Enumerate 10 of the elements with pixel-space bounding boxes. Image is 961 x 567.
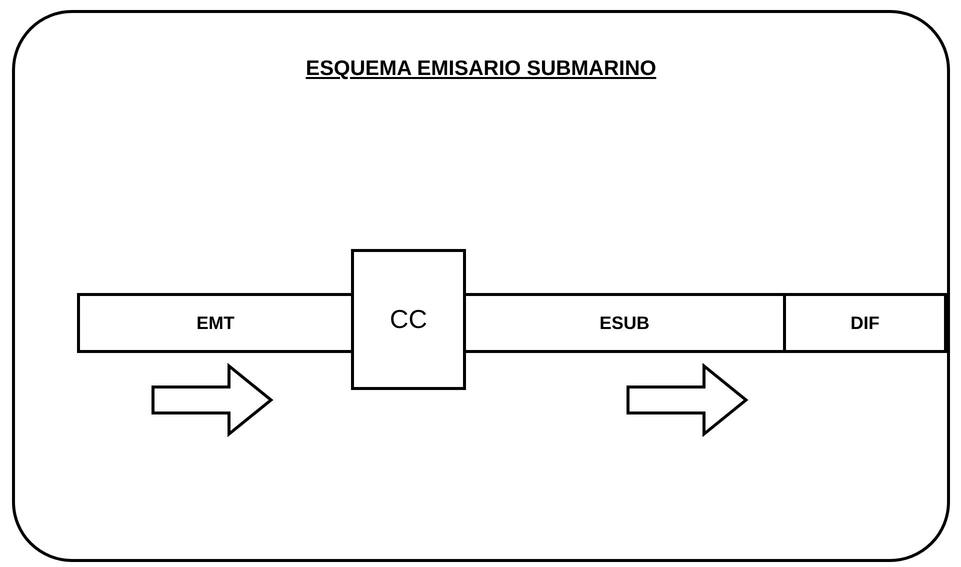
- box-label: EMT: [196, 312, 234, 334]
- box-label: DIF: [850, 312, 880, 334]
- box-label: ESUB: [599, 312, 650, 334]
- box-label: CC: [390, 303, 428, 336]
- process-box: [783, 293, 947, 353]
- process-box: [77, 293, 354, 353]
- rounded-frame: [12, 10, 950, 562]
- process-box: [463, 293, 786, 353]
- process-box: [351, 249, 466, 390]
- frame-heading: ESQUEMA EMISARIO SUBMARINO: [306, 56, 656, 82]
